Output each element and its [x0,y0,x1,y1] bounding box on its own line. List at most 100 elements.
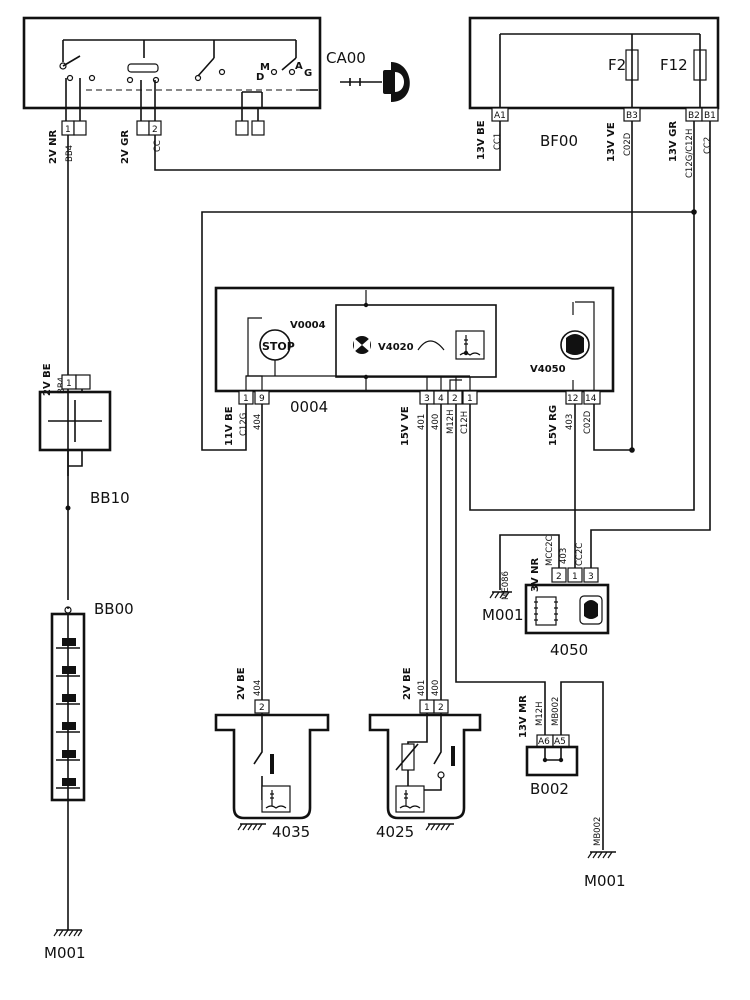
bf00-label: BF00 [540,132,578,150]
pin-bf00-b3: B3 [626,111,638,121]
wire-mb002 [560,681,604,850]
v0004-label: V0004 [290,320,326,331]
wire-cc-to-cc1 [154,121,501,171]
module-4050: 3V NR MCC2C 403 CC2C 2 1 3 4050 ME086 M0… [482,535,610,659]
fuse-f2-label: F2 [608,56,626,74]
wire-404-label: 404 [253,680,263,696]
b002-label: B002 [530,780,569,798]
v4050-lamp-icon [560,330,590,360]
bf00-box [468,16,720,110]
pin-0004-1-mid: 1 [467,394,473,404]
pin-4050-2: 2 [556,572,562,582]
pin-bb10-1: 1 [66,379,72,389]
pin-0004-2: 2 [452,394,458,404]
wire-cc2c [590,121,711,568]
stop-lamp-text: STOP [262,340,295,353]
bf00-b3-connector: 13V VE [606,122,617,162]
c4050-connector: 3V NR [530,557,541,592]
pin-bf00-b2: B2 [688,111,700,121]
wire-401-label: 401 [417,680,427,696]
ca00-ignition-switch: M D A G CA00 [22,16,366,110]
bb10-connector: 2V BE [42,363,53,396]
wire-403-label: 403 [559,548,569,564]
wire-cc: CC [153,140,163,152]
wire-cc2: CC2 [703,137,713,154]
ca00-left-connector: 2V NR [48,129,59,164]
c4025-body [368,713,482,820]
c4050-label: 4050 [550,641,588,659]
pin-4025-2: 2 [438,703,444,713]
b002-connector: 13V MR [518,695,529,738]
wire-400-label: 400 [431,680,441,696]
p0004-left-connector: 11V BE [224,406,235,446]
pin-ca00-2: 2 [152,125,158,135]
wire-cc1: CC1 [493,133,503,150]
wire-c02d-label: C02D [583,410,593,434]
v4020-gauge-box [335,304,497,378]
panel-0004: STOP V0004 V4020 V4050 0004 [214,286,615,416]
pin-bf00-a1: A1 [494,111,506,121]
pin-0004-4: 4 [438,394,444,404]
bb10-label: BB10 [90,489,130,507]
pin-ca00-1: 1 [65,125,71,135]
wire-mcc2c: MCC2C [545,535,555,566]
pin-0004-3: 3 [424,394,430,404]
bf00-a1-connector: 13V BE [476,120,487,160]
switch-letter-a: A [295,61,303,72]
panel-0004-label: 0004 [290,398,328,416]
pin-b002-a6: A6 [538,737,550,747]
v4020-label: V4020 [378,342,414,353]
m001-label-4050: M001 [482,606,524,624]
pin-4050-1: 1 [572,572,578,582]
ca00-contacts [59,55,297,84]
m001-label-right: M001 [584,872,626,890]
wire-mb002-label: MB002 [551,697,561,726]
b002-box [525,745,579,777]
pin-4035-2: 2 [259,703,265,713]
ca00-connector: 1 2 2V NR BB4 2V GR CC [48,108,265,164]
bf00-fuse-box: F2 F12 A1 B3 B2 B1 BF00 13V BE CC1 13V V… [468,16,720,178]
c4050-box [524,583,610,635]
wire-403-label-top: 403 [565,414,575,430]
pin-0004-1-left: 1 [243,394,249,404]
wire-cc2c-label: CC2C [575,543,585,566]
c4035-connector: 2V BE [236,667,247,700]
wire-m12h [455,413,546,735]
wire-m12h-label: M12H [535,701,545,726]
pin-bf00-b1: B1 [704,111,716,121]
fuse-f12-label: F12 [660,56,688,74]
wire-mcc2c [499,534,560,590]
switch-letter-m: M [260,62,270,73]
bb10-module: 2V BE BB4 1 BB10 [38,363,130,600]
bf00-b2b1-connector: 13V GR [668,121,679,162]
pin-4050-3: 3 [588,572,594,582]
wire-m12h-label-top: M12H [446,409,456,434]
wire-c12h [469,212,695,511]
sensor-4025: 2V BE 401 400 1 2 4025 [368,667,482,841]
c4035-label: 4035 [272,823,310,841]
wire-404-label-top: 404 [253,414,263,430]
wire-c12h-label: C12H [460,411,470,434]
battery-cells-icon [56,638,80,789]
wire-c12g-label: C12G [239,413,249,436]
switch-letter-g: G [304,68,312,79]
gauge-dial-icon [417,340,445,351]
bb00-battery: BB00 [50,600,134,930]
wire-400-label-top: 400 [431,414,441,430]
wire-me086: ME086 [501,571,511,600]
c4035-body [214,713,330,820]
ground-m001-right: MB002 M001 [584,817,626,890]
pin-0004-14: 14 [585,394,597,404]
sensor-4035: 2V BE 404 2 4035 [214,667,330,841]
p0004-right-connector: 15V RG [548,405,559,446]
wire-c12g [201,121,695,451]
wiring-harness [67,121,711,850]
switch-letter-d: D [256,72,264,83]
v4050-label: V4050 [530,364,566,375]
wire-mb002-bottom: MB002 [593,817,603,846]
c4025-connector: 2V BE [402,667,413,700]
pin-b002-a5: A5 [554,737,566,747]
ca00-mid-connector: 2V GR [120,130,131,164]
pin-4025-1: 1 [424,703,430,713]
